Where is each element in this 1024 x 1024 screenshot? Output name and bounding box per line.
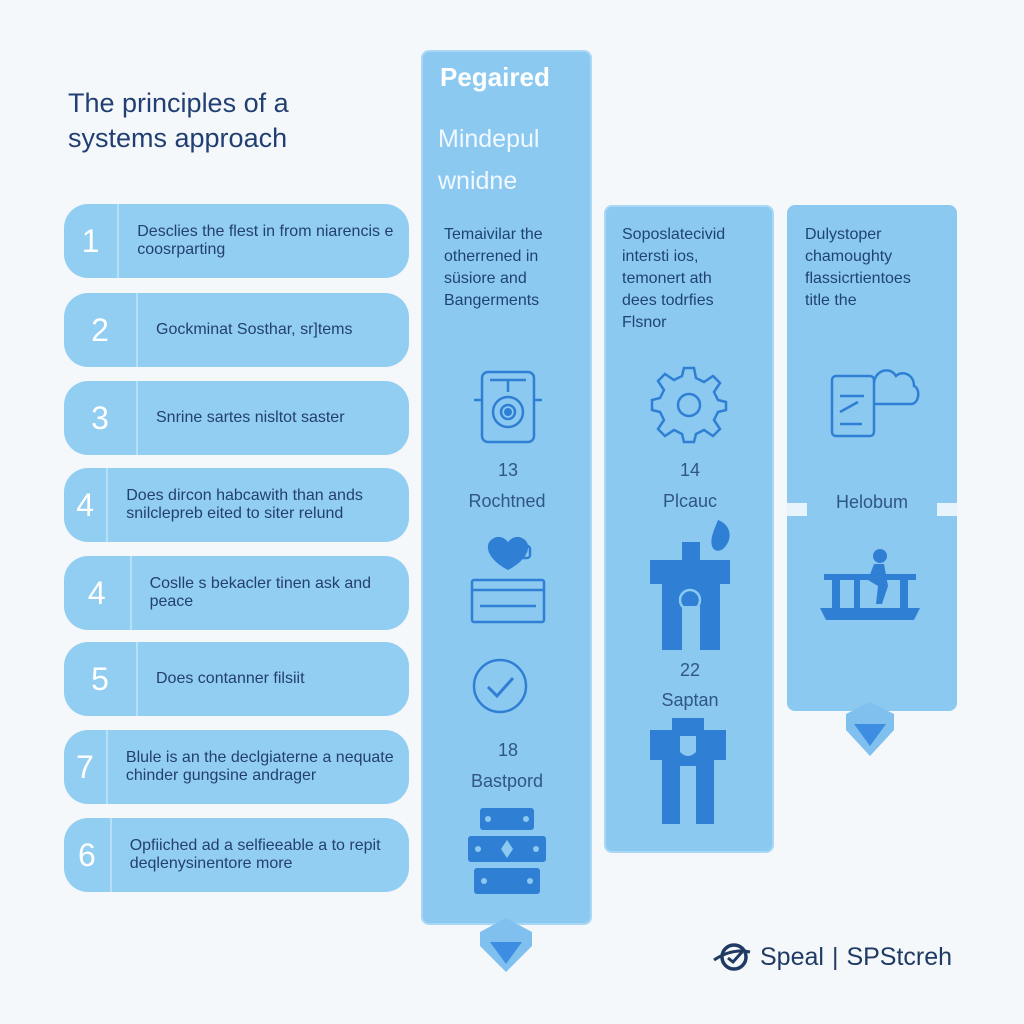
main-column-arrow-icon bbox=[480, 918, 532, 972]
desc-line: Flsnor bbox=[622, 314, 667, 331]
right-column-arrow-icon bbox=[846, 702, 894, 756]
step-item: 1 Desclies the flest in from niarencis e… bbox=[64, 204, 409, 278]
item-label: Helobum bbox=[835, 492, 909, 512]
item-label: Saptan bbox=[661, 690, 719, 710]
right-column-description: Dulystoper chamoughty flassicrtientoes t… bbox=[805, 224, 911, 312]
step-number: 2 bbox=[64, 293, 138, 367]
machine-icon bbox=[474, 370, 542, 444]
band-notch-left bbox=[787, 503, 807, 516]
step-item: 2 Gockminat Sosthar, sr]tems bbox=[64, 293, 409, 367]
title-line-2: systems approach bbox=[68, 123, 288, 153]
step-number: 6 bbox=[64, 818, 112, 892]
main-column-description: Temaivilar the otherrened in süsiore and… bbox=[444, 224, 543, 312]
step-text: Gockminat Sosthar, sr]tems bbox=[156, 321, 353, 338]
bridge-figure-icon bbox=[820, 549, 920, 620]
server-rack-icon bbox=[468, 808, 546, 894]
item-number: 13 bbox=[497, 460, 519, 480]
desc-line: otherrened in bbox=[444, 248, 539, 265]
heart-device-icon bbox=[470, 536, 546, 624]
item-number: 22 bbox=[679, 660, 701, 680]
desc-line: Temaivilar the bbox=[444, 226, 543, 243]
step-item: 4 Coslle s bekacler tinen ask and peace bbox=[64, 556, 409, 630]
item-label: Rochtned bbox=[468, 491, 546, 511]
item-number: 18 bbox=[497, 740, 519, 760]
desc-line: Bangerments bbox=[444, 292, 540, 309]
step-text: Opfiiched ad a selfieeable a to repit de… bbox=[129, 837, 381, 872]
item-label: Bastpord bbox=[470, 771, 544, 791]
main-column-subtitle: Mindepul wnidne bbox=[438, 118, 539, 202]
step-text: Does contanner filsiit bbox=[156, 670, 305, 687]
desc-line: Dulystoper bbox=[805, 226, 882, 243]
main-column bbox=[421, 50, 592, 925]
step-item: 7 Blule is an the declgiaterne a nequate… bbox=[64, 730, 409, 804]
item-number: 14 bbox=[679, 460, 701, 480]
step-number: 5 bbox=[64, 642, 138, 716]
step-number: 4 bbox=[64, 556, 132, 630]
middle-column-description: Soposlatecivid intersti ios, temonert at… bbox=[622, 224, 725, 334]
gear-icon bbox=[650, 366, 728, 444]
step-text: Desclies the flest in from niarencis e c… bbox=[137, 223, 394, 258]
check-circle-icon bbox=[472, 658, 528, 714]
step-text: Blule is an the declgiaterne a nequate c… bbox=[125, 749, 394, 784]
desc-line: title the bbox=[805, 292, 857, 309]
step-item: 5 Does contanner filsiit bbox=[64, 642, 409, 716]
orbit-logo-icon bbox=[713, 943, 751, 971]
title-line-1: The principles of a bbox=[68, 88, 289, 118]
step-text: Snrine sartes nisltot saster bbox=[156, 409, 345, 426]
step-text: Does dircon habcawith than ands snilclep… bbox=[126, 487, 363, 522]
subtitle-line: Mindepul bbox=[438, 125, 540, 153]
step-number: 1 bbox=[64, 204, 120, 278]
subtitle-line: wnidne bbox=[438, 167, 518, 195]
brand-name: Speal bbox=[760, 942, 824, 971]
document-cloud-icon bbox=[830, 369, 920, 438]
page-title: The principles of a systems approach bbox=[68, 86, 398, 156]
step-number: 3 bbox=[64, 381, 138, 455]
step-number: 7 bbox=[64, 730, 108, 804]
step-item: 3 Snrine sartes nisltot saster bbox=[64, 381, 409, 455]
desc-line: chamoughty bbox=[805, 248, 893, 265]
step-item: 6 Opfiiched ad a selfieeable a to repit … bbox=[64, 818, 409, 892]
right-column-top bbox=[787, 205, 957, 498]
factory-icon bbox=[650, 520, 730, 650]
brand-logo: Speal | SPStcreh bbox=[712, 940, 952, 974]
band-notch-right bbox=[937, 503, 957, 516]
brand-separator: | bbox=[831, 942, 839, 971]
gate-icon bbox=[650, 718, 726, 824]
desc-line: intersti ios, bbox=[622, 248, 699, 265]
desc-line: Soposlatecivid bbox=[622, 226, 726, 243]
desc-line: temonert ath bbox=[622, 270, 712, 287]
main-column-heading: Pegaired bbox=[440, 62, 550, 92]
desc-line: süsiore and bbox=[444, 270, 527, 287]
step-item: 4 Does dircon habcawith than ands snilcl… bbox=[64, 468, 409, 542]
right-column-band bbox=[787, 498, 957, 517]
step-number: 4 bbox=[64, 468, 109, 542]
desc-line: flassicrtientoes bbox=[805, 270, 911, 287]
brand-tagline: SPStcreh bbox=[846, 942, 953, 971]
desc-line: dees todrfies bbox=[622, 292, 714, 309]
item-label: Plcauc bbox=[662, 491, 718, 511]
step-text: Coslle s bekacler tinen ask and peace bbox=[149, 575, 372, 610]
